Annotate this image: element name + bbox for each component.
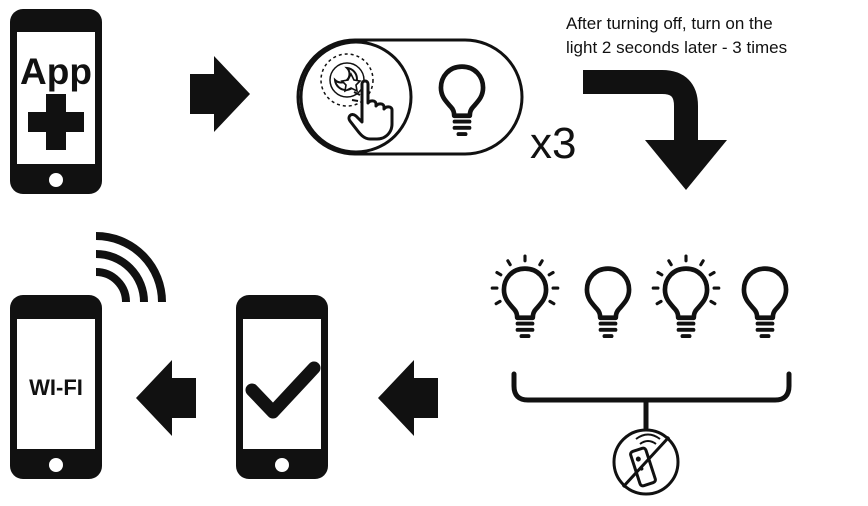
arrow-left-icon — [378, 360, 438, 436]
bulb-icon — [744, 269, 786, 338]
arrow-left-icon — [136, 360, 196, 436]
instruction-line-1: After turning off, turn on the — [566, 14, 773, 33]
wifi-label: WI-FI — [29, 375, 83, 400]
checkmark-icon — [245, 361, 321, 419]
phone-wifi: WI-FI — [10, 295, 102, 479]
repeat-label: x3 — [530, 119, 576, 168]
toggle-switch-icon — [296, 38, 524, 156]
phone-confirm — [236, 295, 328, 479]
curved-arrow-down-icon — [583, 70, 727, 190]
bulb-lit-icon — [490, 254, 560, 338]
phone-app: App — [10, 9, 102, 194]
no-remote-icon — [612, 428, 680, 496]
bulb-row — [490, 254, 786, 338]
wifi-signal-icon — [95, 232, 166, 303]
bulb-icon — [587, 269, 629, 338]
app-label: App — [20, 51, 92, 92]
instruction-line-2: light 2 seconds later - 3 times — [566, 38, 788, 57]
arrow-right-icon — [190, 56, 250, 132]
bulb-lit-icon — [651, 254, 721, 338]
plus-icon — [28, 94, 84, 150]
tap-hand-icon — [320, 53, 394, 141]
instruction-text: After turning off, turn on the light 2 s… — [566, 12, 866, 60]
bracket-icon — [511, 371, 792, 431]
